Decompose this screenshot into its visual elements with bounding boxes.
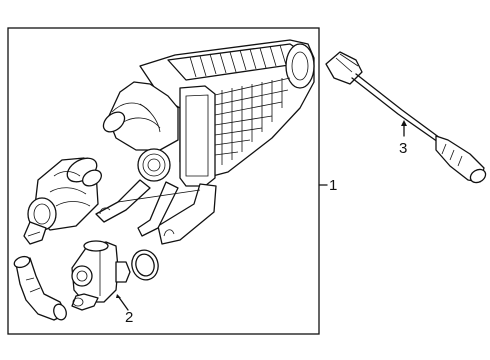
evap-canister <box>95 39 315 245</box>
oxygen-sensor <box>325 51 487 184</box>
purge-valve <box>71 240 131 311</box>
callout-2: 2 <box>125 309 133 326</box>
hose-elbow <box>13 255 67 321</box>
vent-filter <box>23 157 102 245</box>
callout-1: 1 <box>329 177 337 194</box>
assembly-frame <box>7 27 320 335</box>
callout-3: 3 <box>399 140 407 157</box>
leader-2 <box>116 294 129 311</box>
o-ring <box>131 249 159 281</box>
leader-3 <box>401 120 407 137</box>
